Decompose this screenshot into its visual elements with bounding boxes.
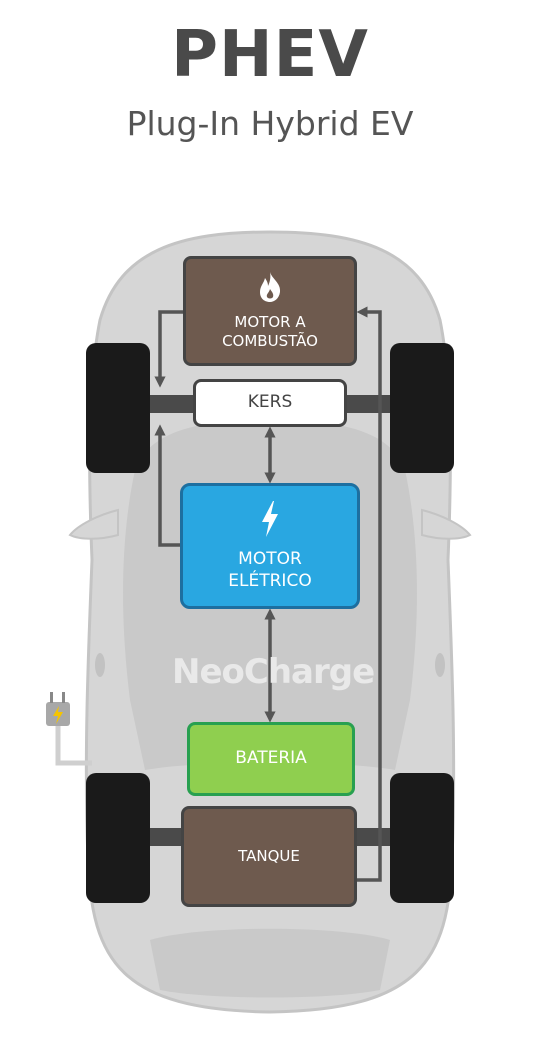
combustion-engine-label: MOTOR A COMBUSTÃO: [222, 313, 318, 350]
electric-motor-box: MOTOR ELÉTRICO: [180, 483, 360, 609]
plug-icon: [46, 692, 92, 766]
tire-front-left: [86, 343, 150, 473]
electric-motor-label: MOTOR ELÉTRICO: [228, 549, 312, 591]
flow-arrows: [154, 306, 382, 882]
watermark: NeoCharge: [172, 652, 375, 692]
flame-icon: [257, 271, 283, 307]
page-title: PHEV: [171, 18, 369, 92]
tire-front-right: [390, 343, 454, 473]
kers-box: KERS: [193, 379, 347, 427]
tank-box: TANQUE: [181, 806, 357, 907]
page-subtitle: Plug-In Hybrid EV: [126, 104, 414, 143]
lightning-bolt-icon: [259, 500, 281, 543]
combustion-engine-box: MOTOR A COMBUSTÃO: [183, 256, 357, 366]
tire-rear-right: [390, 773, 454, 903]
tire-rear-left: [86, 773, 150, 903]
tank-label: TANQUE: [238, 847, 300, 866]
battery-box: BATERIA: [187, 722, 355, 796]
kers-label: KERS: [247, 392, 293, 413]
battery-label: BATERIA: [235, 748, 307, 769]
